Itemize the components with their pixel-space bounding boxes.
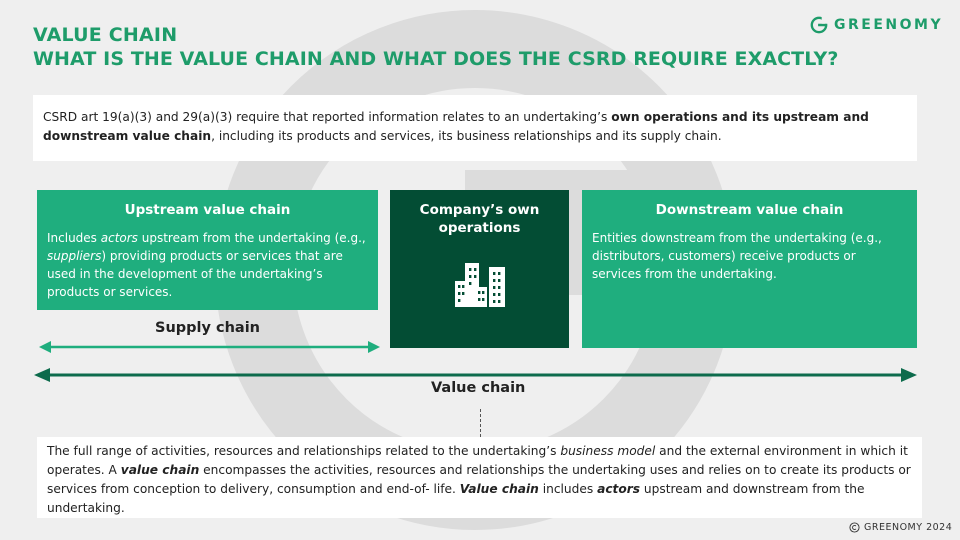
own-operations-box: Company’s own operations [390, 190, 569, 348]
definition-bold-value-chain: value chain [120, 463, 200, 477]
definition-text-5: upstream and downstream from the underta… [47, 482, 865, 515]
upstream-title: Upstream value chain [124, 202, 291, 218]
copyright-footer: GREENOMY 2024 [849, 522, 952, 533]
upstream-text-2: upstream from the undertaking (e.g., [137, 231, 366, 245]
supply-chain-arrow [39, 341, 380, 353]
page-title: VALUE CHAIN [33, 24, 178, 46]
upstream-value-chain-box: Upstream value chain Includes actors ups… [37, 190, 378, 310]
upstream-italic-suppliers: suppliers [47, 249, 102, 263]
page-subtitle: WHAT IS THE VALUE CHAIN AND WHAT DOES TH… [33, 48, 839, 70]
upstream-text-3: ) providing products or services that ar… [47, 249, 343, 299]
definition-text-4: includes [538, 482, 598, 496]
definition-text-3: encompasses the activities, resources an… [47, 463, 911, 496]
buildings-icon [454, 263, 505, 307]
intro-text: CSRD art 19(a)(3) and 29(a)(3) require t… [43, 110, 612, 124]
definition-text-2: and the external environment in which it… [47, 444, 908, 477]
csrd-intro-box: CSRD art 19(a)(3) and 29(a)(3) require t… [33, 95, 917, 161]
definition-bold-value-chain-2: Value chain [459, 482, 539, 496]
own-operations-title: Company’s own operations [419, 202, 540, 236]
upstream-text-1: Includes [47, 231, 101, 245]
dashed-connector [480, 409, 481, 437]
copyright-icon [849, 522, 860, 533]
logo-text: GREENOMY [834, 17, 944, 33]
supply-chain-label: Supply chain [155, 320, 260, 336]
value-chain-definition-box: The full range of activities, resources … [37, 437, 922, 518]
definition-italic-business-model: business model [560, 444, 656, 458]
intro-text-end: , including its products and services, i… [211, 129, 722, 143]
downstream-description: Entities downstream from the undertaking… [592, 231, 882, 281]
intro-bold-text: own operations and its upstream and down… [43, 110, 869, 143]
definition-text-1: The full range of activities, resources … [47, 444, 561, 458]
downstream-title: Downstream value chain [655, 202, 844, 218]
definition-bold-actors: actors [597, 482, 641, 496]
downstream-value-chain-box: Downstream value chain Entities downstre… [582, 190, 917, 348]
upstream-description: Includes actors upstream from the undert… [47, 229, 368, 301]
copyright-text: GREENOMY 2024 [864, 522, 953, 533]
value-chain-label: Value chain [431, 380, 526, 396]
greenomy-logo: GREENOMY [810, 15, 943, 35]
value-chain-arrow [34, 368, 917, 382]
greenomy-logo-icon [810, 16, 828, 34]
upstream-italic-actors: actors [100, 231, 138, 245]
